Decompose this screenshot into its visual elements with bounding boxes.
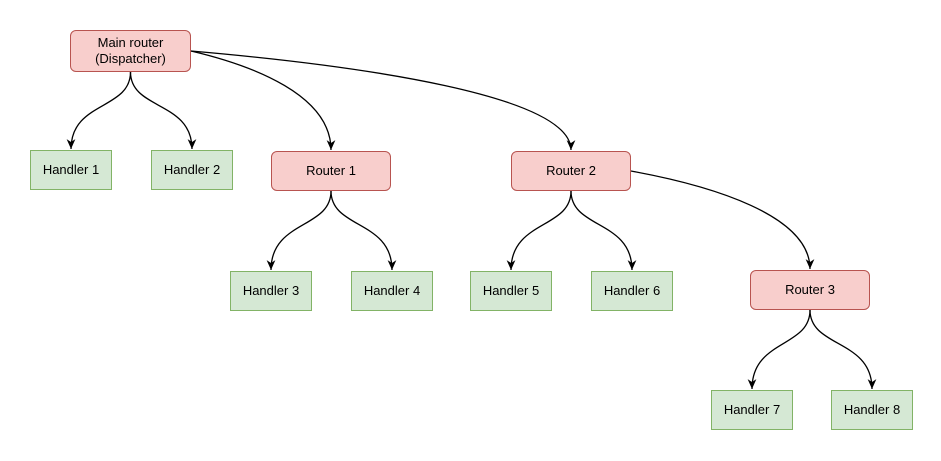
router-node-main: Main router (Dispatcher) — [70, 30, 191, 72]
node-label: Handler 1 — [42, 161, 100, 177]
edge-r3-to-h7 — [747, 309, 811, 390]
node-label: Handler 5 — [482, 282, 540, 298]
edge-main-to-r2 — [190, 50, 576, 151]
handler-node-h2: Handler 2 — [151, 150, 233, 190]
edge-r1-to-h4 — [330, 190, 397, 271]
handler-node-h8: Handler 8 — [831, 390, 913, 430]
handler-node-h6: Handler 6 — [591, 271, 673, 311]
router-node-r3: Router 3 — [750, 270, 870, 310]
node-label: Handler 7 — [723, 401, 781, 417]
handler-node-h5: Handler 5 — [470, 271, 552, 311]
edge-r2-to-h5 — [506, 190, 572, 271]
edge-r3-to-h8 — [809, 309, 877, 390]
handler-node-h1: Handler 1 — [30, 150, 112, 190]
node-label: Handler 3 — [242, 282, 300, 298]
edge-r2-to-r3 — [630, 170, 815, 270]
node-label: Router 3 — [785, 281, 835, 297]
node-label: Handler 8 — [843, 401, 901, 417]
node-label: Router 1 — [306, 162, 356, 178]
node-label: Handler 2 — [163, 161, 221, 177]
node-label: Handler 4 — [363, 282, 421, 298]
router-node-r1: Router 1 — [271, 151, 391, 191]
edge-main-to-r1 — [190, 50, 336, 151]
edge-main-to-h1 — [66, 71, 132, 150]
handler-node-h3: Handler 3 — [230, 271, 312, 311]
handler-node-h7: Handler 7 — [711, 390, 793, 430]
edge-main-to-h2 — [129, 71, 197, 150]
node-label: Router 2 — [546, 162, 596, 178]
edge-r2-to-h6 — [570, 190, 637, 271]
node-label: Main router (Dispatcher) — [95, 34, 166, 66]
handler-node-h4: Handler 4 — [351, 271, 433, 311]
edge-r1-to-h3 — [266, 190, 332, 271]
node-label: Handler 6 — [603, 282, 661, 298]
router-node-r2: Router 2 — [511, 151, 631, 191]
